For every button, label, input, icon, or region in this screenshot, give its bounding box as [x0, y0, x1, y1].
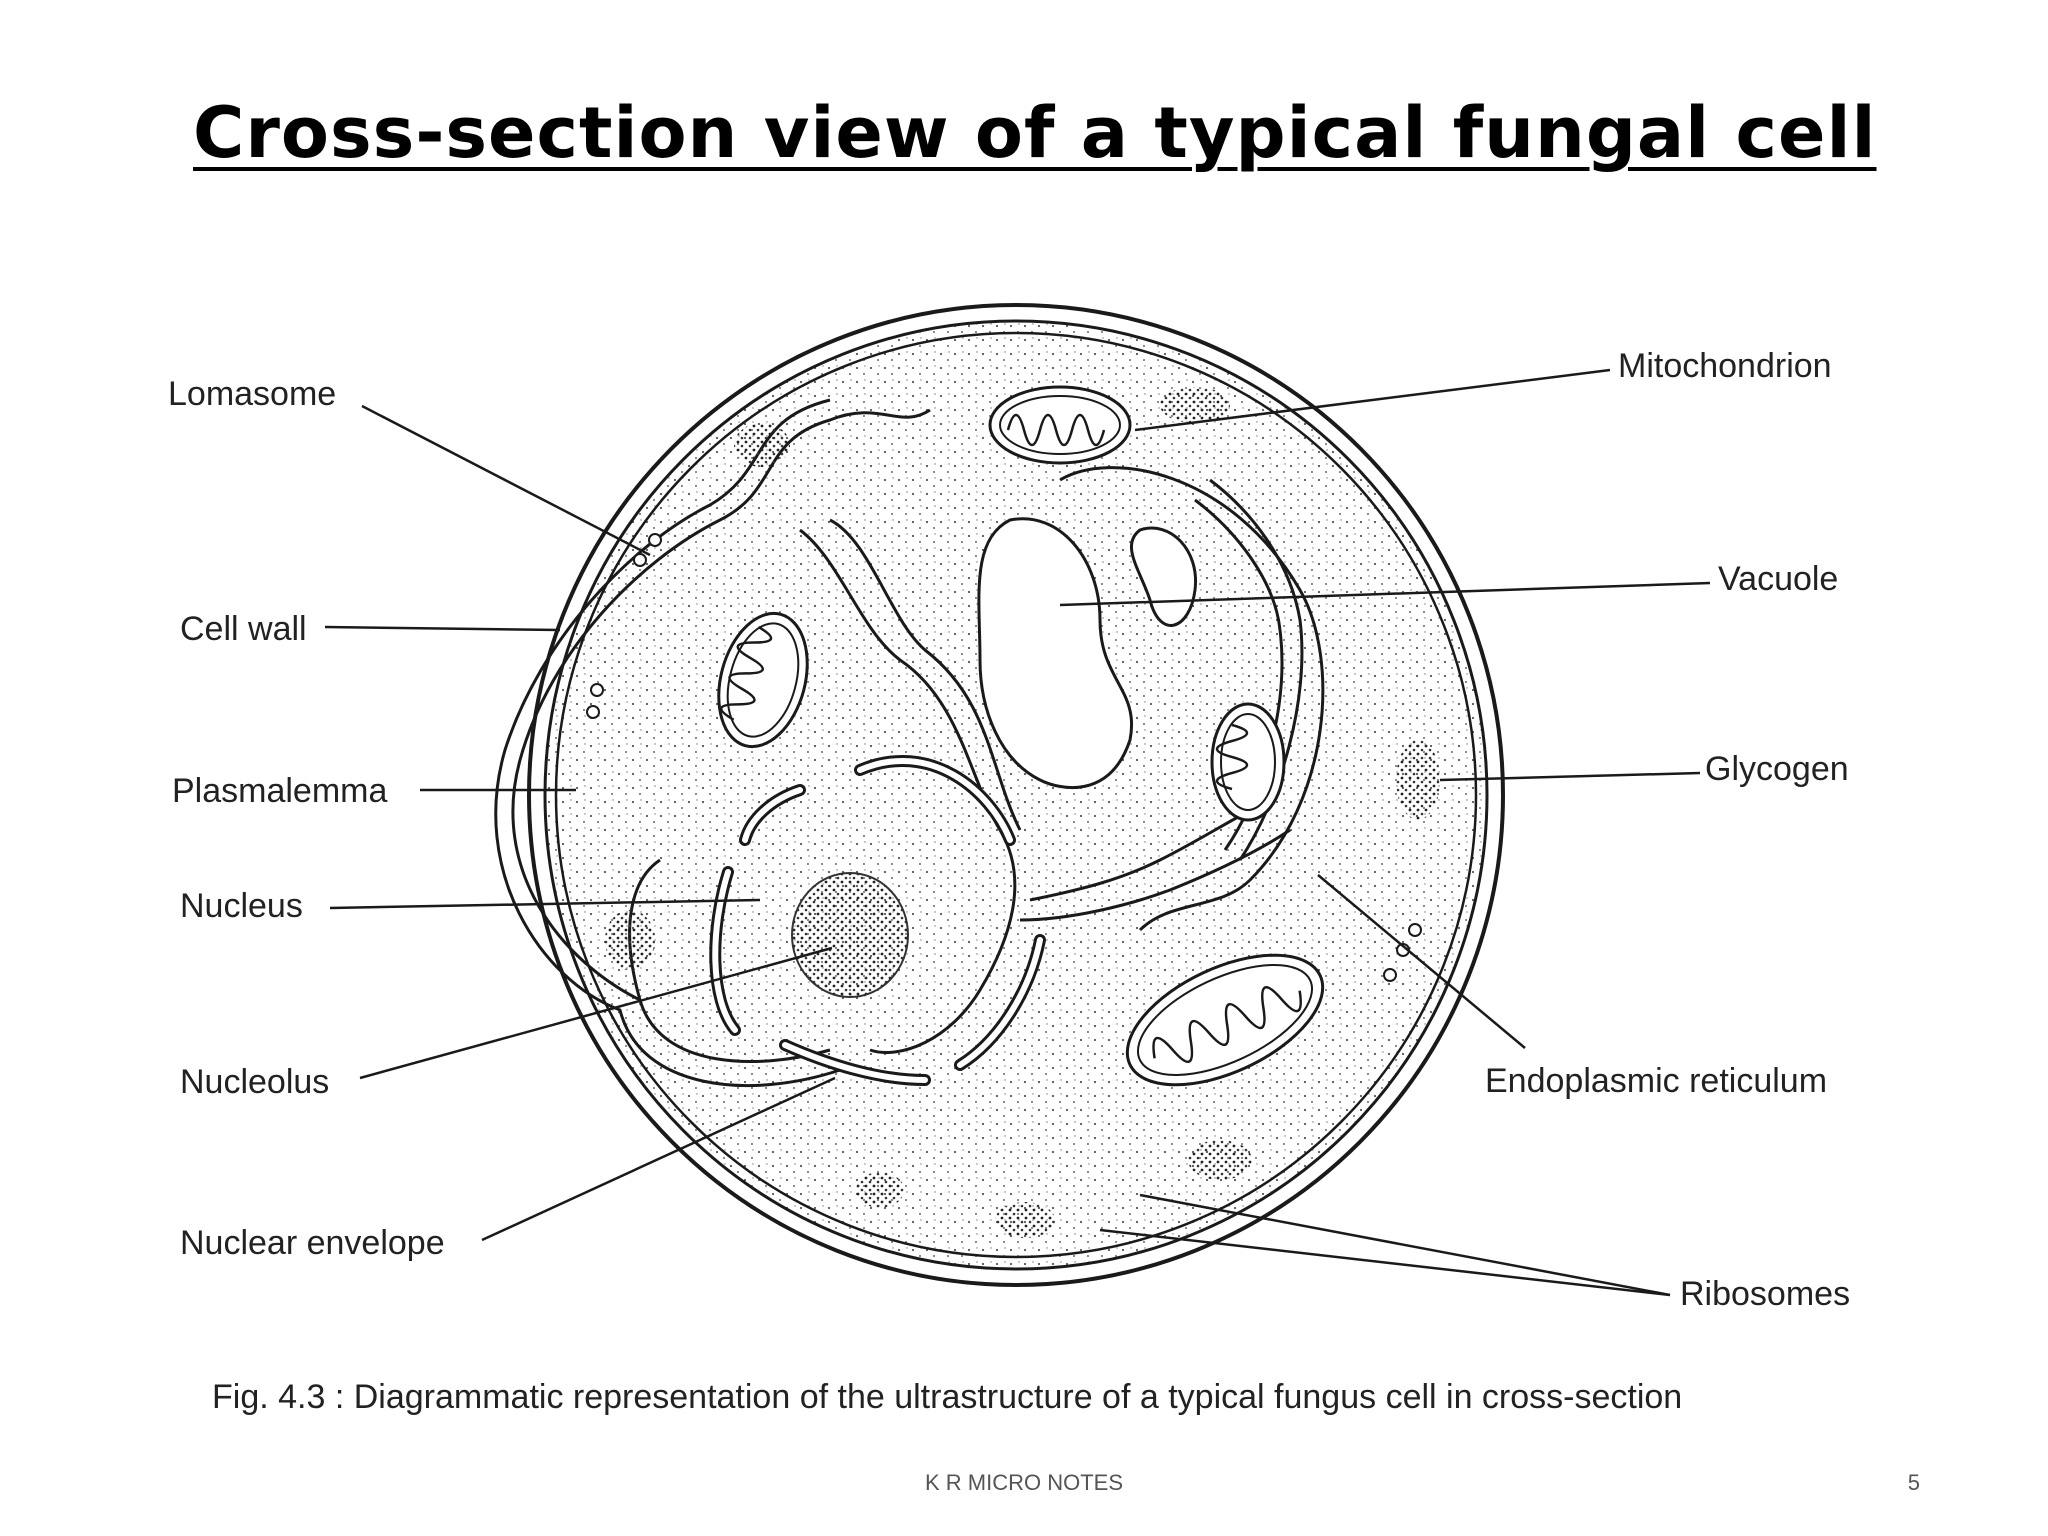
- vacuole: [977, 517, 1198, 789]
- endoplasmic-reticulum: [511, 408, 1325, 1063]
- leader-nucleolus: [359, 946, 833, 1080]
- slide-title: Cross-section view of a typical fungal c…: [193, 92, 1877, 174]
- ribosome-clusters: [856, 1140, 1252, 1238]
- leader-ribosomes-a: [1139, 1193, 1671, 1297]
- label-nucleus: Nucleus: [180, 887, 303, 925]
- leader-vacuole: [1059, 581, 1711, 607]
- page-number: 5: [1907, 1470, 1920, 1495]
- label-nucleolus: Nucleolus: [180, 1063, 329, 1101]
- lomasomes: [586, 533, 1422, 982]
- mitochondrion-left: [717, 611, 809, 749]
- leader-cell-wall: [324, 625, 561, 632]
- endoplasmic-reticulum-inner: [494, 398, 841, 1087]
- label-cell-wall: Cell wall: [180, 610, 307, 648]
- leader-nucleus: [329, 898, 761, 910]
- leader-ribosomes-b: [1099, 1228, 1671, 1297]
- leader-endoplasmic-reticulum: [1317, 874, 1526, 1049]
- leader-nuclear-envelope: [481, 1076, 836, 1242]
- figure-caption: Fig. 4.3 : Diagrammatic representation o…: [212, 1378, 1682, 1416]
- label-plasmalemma: Plasmalemma: [172, 772, 387, 810]
- nucleolus: [791, 872, 909, 998]
- label-endoplasmic-reticulum: Endoplasmic reticulum: [1485, 1062, 1827, 1100]
- mitochondrion-bottom: [1125, 953, 1325, 1087]
- label-glycogen: Glycogen: [1705, 750, 1849, 788]
- label-lomasome: Lomasome: [168, 375, 336, 413]
- mitochondrion-right: [1210, 702, 1286, 822]
- label-nuclear-envelope: Nuclear envelope: [180, 1224, 445, 1262]
- footer-text: K R MICRO NOTES: [924, 1470, 1123, 1495]
- label-mitochondrion: Mitochondrion: [1618, 347, 1832, 385]
- leader-lomasome: [361, 404, 651, 557]
- label-ribosomes: Ribosomes: [1680, 1275, 1850, 1313]
- mitochondrion-top: [988, 385, 1132, 465]
- glycogen-clusters: [605, 387, 1440, 970]
- leader-mitochondrion: [1134, 368, 1611, 432]
- leader-glycogen: [1439, 771, 1701, 782]
- nucleus: [709, 754, 1046, 1086]
- plasmalemma: [554, 331, 1478, 1259]
- label-vacuole: Vacuole: [1718, 560, 1838, 598]
